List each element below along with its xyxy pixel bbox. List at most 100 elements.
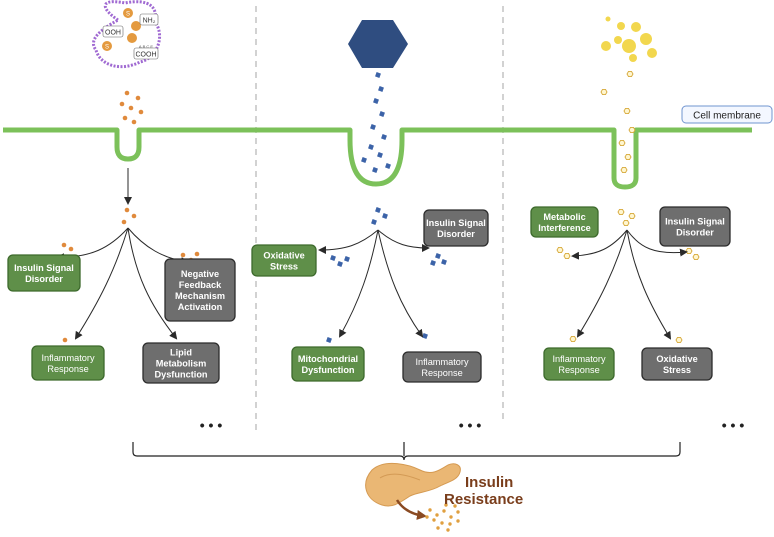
effect-box-frame [641, 347, 713, 381]
effect-box-text: Mechanism [175, 291, 225, 301]
blue-particle [373, 98, 379, 104]
effect-box-text: Disorder [25, 274, 63, 284]
effect-box-text: Response [558, 365, 599, 375]
insulin-particle [436, 526, 440, 530]
lipid-particle [617, 208, 625, 216]
effect-box-text: Dysfunction [154, 370, 207, 380]
orange-particle [121, 219, 127, 225]
effect-box-text: Response [421, 368, 462, 378]
effect-box-text: Activation [178, 302, 223, 312]
effect-box-text: Stress [663, 365, 691, 375]
insulin-particle [456, 519, 460, 523]
insulin-particle [448, 522, 452, 526]
insulin-particle [456, 510, 460, 514]
lipid-particle [675, 336, 683, 344]
outcome-line-2: Resistance [444, 491, 523, 508]
effect-box-frame [543, 347, 615, 381]
lipid-particle [685, 247, 693, 255]
blue-particle [361, 157, 367, 163]
effect-box-text: Oxidative [263, 251, 304, 261]
orange-particle [61, 242, 67, 248]
effect-box-text: Lipid [170, 348, 192, 358]
insulin-particle [446, 528, 450, 532]
blue-particle [422, 333, 428, 339]
insulin-particle [444, 503, 448, 507]
ellipsis-3: • • • [722, 417, 745, 433]
lipid-particle [618, 139, 626, 147]
effect-box-text: Dysfunction [301, 365, 354, 375]
orange-particle [131, 213, 137, 219]
orange-particle [194, 251, 200, 257]
lipid-particle [623, 107, 631, 115]
lipid-droplets-icon [601, 16, 657, 62]
orange-particle [119, 101, 125, 107]
hexagon-particles [326, 72, 447, 343]
blue-particle [441, 259, 447, 265]
effect-box-text: Disorder [676, 228, 714, 238]
blue-particle [368, 144, 374, 150]
effect-box-frame [291, 346, 365, 382]
blue-particle [379, 111, 385, 117]
blue-particle [375, 207, 381, 213]
effect-box-frame [402, 351, 482, 383]
effect-box-frame [659, 206, 731, 247]
orange-particle [135, 95, 141, 101]
svg-text:OOH: OOH [105, 30, 121, 37]
blue-particle [430, 260, 436, 266]
effect-box-text: Inflammatory [552, 354, 606, 364]
cell-membrane-label: Cell membrane [681, 105, 773, 124]
insulin-particle [428, 508, 432, 512]
effect-box-text: Feedback [179, 280, 222, 290]
blue-particle [337, 261, 343, 267]
insulin-particle [435, 513, 439, 517]
effect-box-text: Oxidative [656, 354, 697, 364]
blue-particle [377, 152, 383, 158]
effect-box-frame [31, 345, 105, 381]
effect-box-frame [530, 206, 599, 238]
effect-box-text: Stress [270, 262, 298, 272]
branch-arrows-3 [571, 229, 688, 340]
lipid-particle [569, 335, 577, 343]
blue-particle [330, 255, 336, 261]
peptide-molecule-icon: NH₂ OOH COOH A.B.C.E S S [92, 0, 161, 69]
orange-particle [124, 207, 130, 213]
blue-particle [378, 86, 384, 92]
lipid-particle [628, 126, 636, 134]
insulin-particle [425, 515, 429, 519]
hexagon-molecule-icon [348, 20, 408, 68]
lipid-particle [626, 70, 634, 78]
insulin-particle [440, 521, 444, 525]
blue-particle [435, 253, 441, 259]
insulin-particle [442, 509, 446, 513]
svg-text:Cell membrane: Cell membrane [693, 111, 761, 122]
orange-particle [180, 252, 186, 258]
blue-particle [371, 219, 377, 225]
effect-box-text: Insulin Signal [665, 217, 725, 227]
pancreas-icon [365, 462, 461, 520]
blue-particle [381, 134, 387, 140]
ellipsis-1: • • • [200, 417, 223, 433]
cell-membrane [3, 127, 752, 190]
svg-text:COOH: COOH [136, 52, 157, 59]
lipid-particle [620, 166, 628, 174]
blue-particle [382, 213, 388, 219]
insulin-particle [432, 518, 436, 522]
effect-box-text: Disorder [437, 229, 475, 239]
branch-arrows-2 [318, 229, 430, 338]
lipid-particle [622, 219, 630, 227]
orange-particle [128, 105, 134, 111]
insulin-particles [425, 503, 460, 532]
orange-particle [68, 246, 74, 252]
effect-box-text: Inflammatory [41, 353, 95, 363]
orange-particle [138, 109, 144, 115]
